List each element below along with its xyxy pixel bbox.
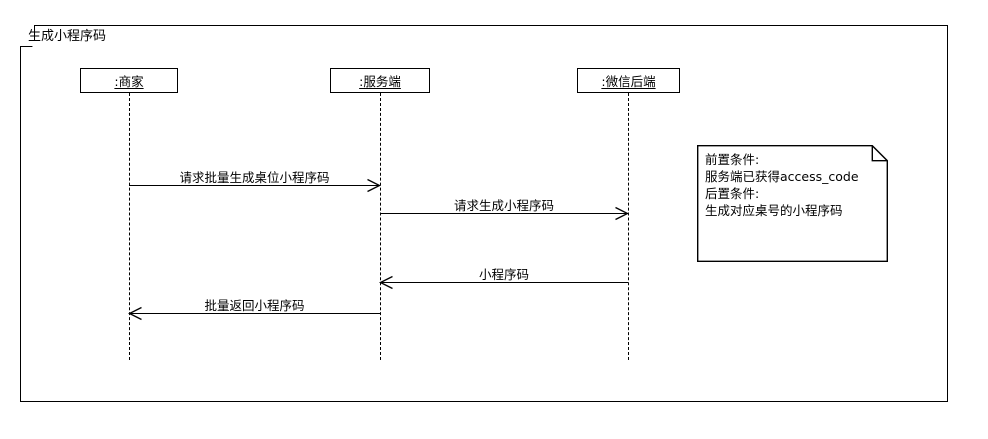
note-box[interactable]: 前置条件: 服务端已获得access_code 后置条件: 生成对应桌号的小程序码 [697, 145, 888, 262]
message-label-1: 请求生成小程序码 [453, 198, 555, 213]
message-label-2: 小程序码 [478, 267, 530, 282]
message-line-3[interactable] [129, 313, 380, 314]
note-shape [697, 145, 888, 262]
frame-label-tab [20, 25, 35, 47]
lifeline-head-0[interactable]: :商家 [80, 68, 178, 93]
message-label-0: 请求批量生成桌位小程序码 [179, 170, 330, 185]
note-text: 前置条件: 服务端已获得access_code 后置条件: 生成对应桌号的小程序码 [705, 151, 882, 219]
lifeline-head-1[interactable]: :服务端 [330, 68, 430, 93]
note-line-1: 服务端已获得access_code [705, 169, 859, 184]
note-line-0: 前置条件: [705, 152, 760, 167]
lifeline-name: :微信后端 [601, 74, 656, 89]
sequence-frame [20, 25, 948, 402]
note-line-2: 后置条件: [705, 186, 760, 201]
message-line-1[interactable] [380, 213, 628, 214]
lifeline-head-2[interactable]: :微信后端 [577, 68, 680, 93]
lifeline-name: :服务端 [359, 74, 401, 89]
lifeline-stem-0 [129, 93, 130, 360]
message-line-0[interactable] [129, 185, 380, 186]
lifeline-stem-2 [628, 93, 629, 360]
message-line-2[interactable] [380, 282, 628, 283]
lifeline-name: :商家 [114, 74, 144, 89]
lifeline-stem-1 [380, 93, 381, 360]
message-label-3: 批量返回小程序码 [204, 298, 305, 313]
note-line-3: 生成对应桌号的小程序码 [705, 203, 843, 218]
